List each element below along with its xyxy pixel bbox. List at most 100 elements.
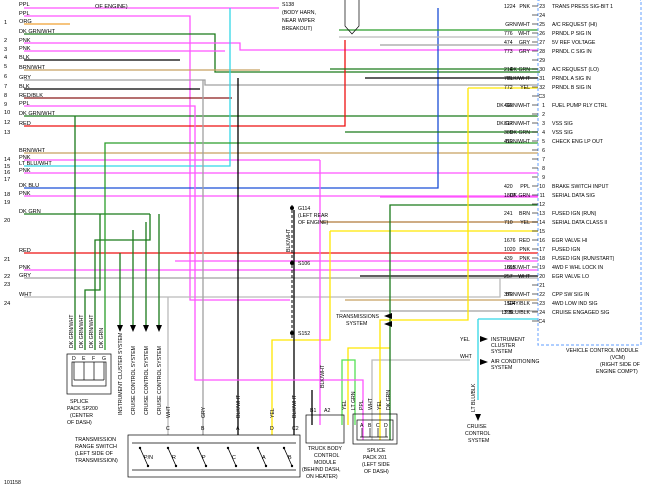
vcm-pin-function: A/C REQUEST (LO) <box>552 67 599 73</box>
svg-text:NEAR WIPER: NEAR WIPER <box>282 18 315 24</box>
vcm-pin-number: 28 <box>539 49 545 55</box>
trs-wire-label: WHT <box>166 405 172 418</box>
vcm-pin-function: VSS SIG <box>552 121 573 127</box>
vcm-pin-number: 29 <box>539 58 545 64</box>
transmission-system-callout: TRANSMISSIONS SYSTEM <box>336 313 392 327</box>
vcm-pin-number: 3 <box>542 121 545 127</box>
svg-text:OF ENGINE): OF ENGINE) <box>298 220 329 226</box>
wire-drop-sp201-ppl <box>194 112 364 440</box>
svg-text:TRANSMISSION: TRANSMISSION <box>75 437 116 443</box>
vcm-pin-number: C4 <box>538 319 545 325</box>
vcm-wire-color: YEL <box>520 85 530 91</box>
vcm-pin-number: 11 <box>540 193 545 199</box>
left-wire-label: RED/BLK <box>19 93 43 99</box>
trs-wire-label: BLK/WHT <box>292 394 298 418</box>
svg-text:(LEFT REAR: (LEFT REAR <box>298 213 328 219</box>
vcm-pin-number: 9 <box>542 175 545 181</box>
vcm-circuit-number: 396 <box>504 310 513 316</box>
vcm-pin-number: 30 <box>539 67 545 73</box>
svg-text:LT BLU/BLK: LT BLU/BLK <box>471 383 477 412</box>
vcm-wire-color: PNK <box>519 256 530 262</box>
wire-red-13 <box>24 40 346 127</box>
vcm-wire-color: DK GRN <box>510 67 530 73</box>
vcm-pin-number: 23 <box>539 301 545 307</box>
system-arrows <box>117 325 162 332</box>
vcm-pin-function: FUEL PUMP RLY CTRL <box>552 103 608 109</box>
svg-text:CRUISE: CRUISE <box>467 424 487 430</box>
vcm-pin-number: 25 <box>539 22 545 28</box>
sp200-wire-label: DK GRN <box>99 328 105 348</box>
vcm-pin-number: 21 <box>539 283 545 289</box>
vcm-pin-number: 4 <box>542 130 545 136</box>
vcm-pin-number: 24 <box>539 13 545 19</box>
vcm-circuit-number: 817 <box>504 121 513 127</box>
vcm-wire-color: YEL <box>520 220 530 226</box>
vcm-pin-function: CHECK ENG LP OUT <box>552 139 604 145</box>
left-wire-label: PNK <box>19 46 31 52</box>
left-wire-label: DK BLU <box>19 183 39 189</box>
vcm-box <box>537 0 642 346</box>
s138-note: S138 (BODY HARN, NEAR WIPER BREAKOUT) <box>279 0 339 38</box>
trs-pin: D <box>270 426 274 432</box>
vcm-wire-color: BLK/WHT <box>507 265 531 271</box>
svg-text:S106: S106 <box>298 261 310 267</box>
vcm-pin-number: 12 <box>539 202 545 208</box>
left-wire-number: 3 <box>4 47 7 53</box>
trs-pin: A <box>236 426 240 432</box>
vcm-pin-number: 20 <box>539 274 545 280</box>
svg-text:OF DASH): OF DASH) <box>364 469 389 475</box>
wire-pnk-3 <box>24 42 538 51</box>
truck-body-control-module: BLK/WHT B1 A2 TRUCK BODY CONTROL MODULE … <box>302 364 345 480</box>
vcm-pin-function: FUSED IGN <box>552 247 580 253</box>
svg-text:CLUSTER: CLUSTER <box>491 343 515 349</box>
left-wire-label: DK GRN/WHT <box>19 111 56 117</box>
svg-text:BLK/WHT: BLK/WHT <box>286 228 292 252</box>
vcm-pin-function: CRUISE ENGAGED SIG <box>552 310 609 316</box>
left-wire-number: 17 <box>4 177 10 183</box>
left-wire-number: 24 <box>4 301 10 307</box>
left-wire-label: GRY <box>19 75 31 81</box>
left-wire-number: 13 <box>4 130 10 136</box>
vcm-pin-function: SERIAL DATA SIG <box>552 193 595 199</box>
left-wire-label: PNK <box>19 191 31 197</box>
left-wire-number: 23 <box>4 282 10 288</box>
vcm-pin-number: 6 <box>542 148 545 154</box>
left-wire-number: 18 <box>4 192 10 198</box>
vcm-pin-function: FUSED IGN (RUN/START) <box>552 256 615 262</box>
left-wire-number: 21 <box>4 257 10 263</box>
ground-g114: G114 (LEFT REAR OF ENGINE) BLK/WHT S106 … <box>286 205 329 340</box>
vcm-circuit-number: 1504 <box>504 301 516 307</box>
vcm-pin-number: 23 <box>539 4 545 10</box>
sp201-pin: D <box>384 423 388 429</box>
vcm-wire-color: WHT <box>518 274 531 280</box>
left-wire-number: 22 <box>4 274 10 280</box>
vcm-wire-color: PNK <box>519 247 530 253</box>
sp200-wire-label: DK GRN/WHT <box>69 314 75 348</box>
vcm-wire-color: BRN <box>519 211 530 217</box>
svg-text:(CENTER: (CENTER <box>70 413 93 419</box>
vcm-pin-number: 13 <box>539 211 545 217</box>
vcm-circuit-number: 776 <box>504 31 513 37</box>
vcm-wire-color: GRY <box>519 49 531 55</box>
left-wire-number: 6 <box>4 74 7 80</box>
sp200-pin: F <box>92 356 95 362</box>
vcm-wire-color: RED <box>519 238 530 244</box>
left-wire-number: 2 <box>4 38 7 44</box>
trs-pin: C <box>166 426 170 432</box>
vcm-pin-function: TRANS PRESS SIG-BIT 1 <box>552 4 613 10</box>
trs-wire-label: GRY <box>201 406 207 418</box>
vcm-pin-number: 1 <box>542 103 545 109</box>
vcm-circuit-number: 389 <box>504 130 513 136</box>
wire-drop-sp201-yel2 <box>379 88 469 440</box>
vcm-circuit-number: 771 <box>504 76 513 82</box>
svg-text:(VCM): (VCM) <box>610 355 625 361</box>
svg-text:INSTRUMENT: INSTRUMENT <box>491 337 526 343</box>
vcm-circuit-number: 474 <box>504 40 513 46</box>
wire-wht-24 <box>24 277 538 298</box>
trs-position-label: C <box>232 455 236 461</box>
sp200-wire-label: DK GRN/WHT <box>89 314 95 348</box>
